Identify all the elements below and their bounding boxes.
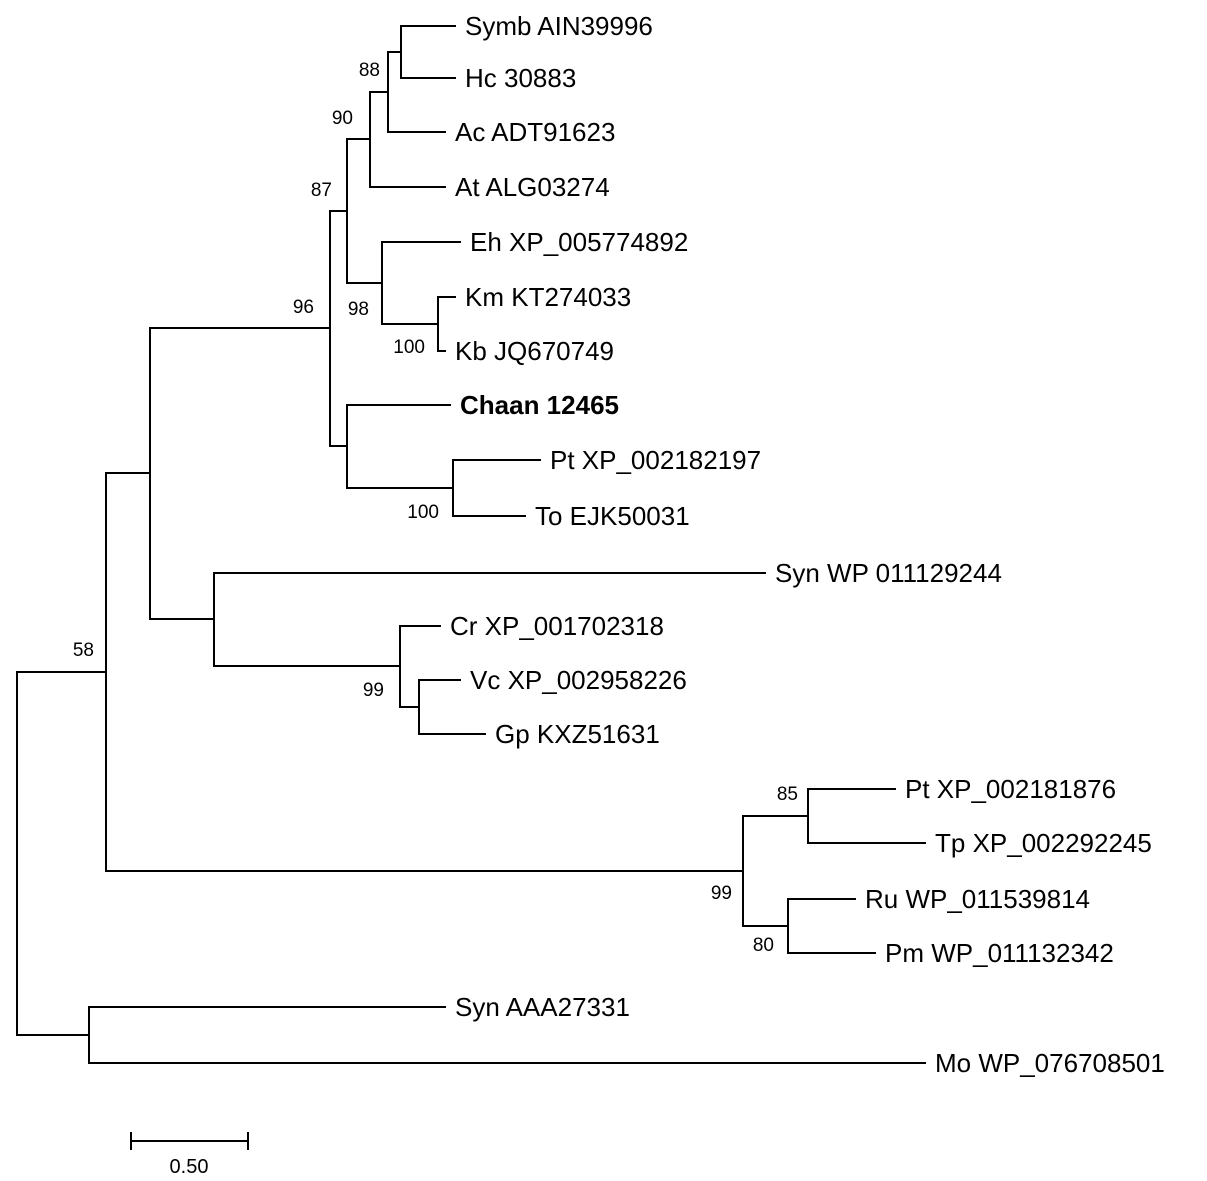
leaf-label-km: Km KT274033: [465, 282, 631, 312]
leaf-label-pt2: Pt XP_002181876: [905, 774, 1116, 804]
support-n-pt-to: 100: [407, 502, 439, 523]
leaf-label-symb: Symb AIN39996: [465, 11, 653, 41]
support-n-top: 96: [293, 297, 314, 318]
tree-branches: [16, 25, 926, 1064]
leaf-label-syn2: Syn AAA27331: [455, 992, 630, 1022]
support-n-eh-km-kb: 98: [348, 299, 369, 320]
leaf-label-to: To EJK50031: [535, 501, 690, 531]
leaf-label-tp: Tp XP_002292245: [935, 828, 1152, 858]
leaf-label-syn1: Syn WP 011129244: [775, 558, 1002, 588]
leaf-label-ac: Ac ADT91623: [455, 117, 615, 147]
support-values: 88 90 87 98 100 96 100 99 58 85 99 80: [73, 60, 798, 956]
support-n-symb-hc: 88: [359, 60, 380, 81]
scale-bar-label: 0.50: [170, 1156, 209, 1178]
leaf-labels: Symb AIN39996 Hc 30883 Ac ADT91623 At ALG03…: [450, 11, 1165, 1078]
support-n-ac: 90: [332, 108, 353, 129]
support-n-root: 58: [73, 640, 94, 661]
leaf-label-mo: Mo WP_076708501: [935, 1048, 1165, 1078]
support-n-ru-pm: 80: [753, 935, 774, 956]
leaf-label-at: At ALG03274: [455, 172, 610, 202]
leaf-label-chaan: Chaan 12465: [460, 390, 619, 420]
support-n-at: 87: [311, 180, 332, 201]
leaf-label-eh: Eh XP_005774892: [470, 227, 688, 257]
support-n-pt2-tp-ru-pm: 99: [711, 883, 732, 904]
leaf-label-ru: Ru WP_011539814: [865, 884, 1090, 914]
scale-bar: 0.50: [130, 1132, 249, 1178]
leaf-label-hc: Hc 30883: [465, 63, 576, 93]
leaf-label-cr: Cr XP_001702318: [450, 611, 664, 641]
leaf-label-vc: Vc XP_002958226: [470, 665, 687, 695]
support-n-pt2-tp: 85: [777, 784, 798, 805]
leaf-label-pt1: Pt XP_002182197: [550, 445, 761, 475]
support-n-km-kb: 100: [393, 337, 425, 358]
leaf-label-gp: Gp KXZ51631: [495, 719, 660, 749]
support-n-cr-vc-gp: 99: [363, 680, 384, 701]
leaf-label-pm: Pm WP_011132342: [885, 938, 1114, 968]
leaf-label-kb: Kb JQ670749: [455, 336, 614, 366]
